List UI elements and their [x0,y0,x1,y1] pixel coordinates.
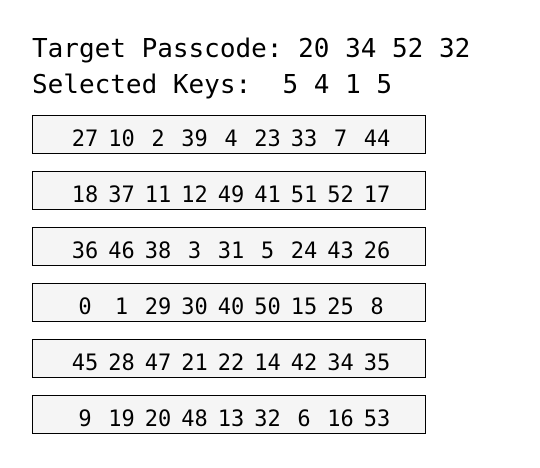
key-cell[interactable]: 31 [217,239,245,264]
key-cell[interactable]: 10 [108,127,135,152]
key-cell[interactable]: 45 [71,351,99,376]
key-cell[interactable]: 6 [297,407,311,432]
key-cell[interactable]: 17 [363,183,391,208]
target-passcode-line: Target Passcode: 20 34 52 32 [32,34,470,64]
key-cell[interactable]: 9 [78,407,92,432]
key-cell[interactable]: 40 [217,295,245,320]
key-cell[interactable]: 35 [363,351,391,376]
key-cell[interactable]: 41 [254,183,281,208]
key-cell[interactable]: 36 [71,239,99,264]
key-cell[interactable]: 3 [187,239,202,264]
key-cell[interactable]: 5 [260,239,275,264]
key-cell[interactable]: 44 [363,127,391,152]
key-cell[interactable]: 11 [144,183,172,208]
selected-keys-value: 5 4 1 5 [282,70,393,100]
key-cell[interactable]: 46 [108,239,135,264]
key-cell[interactable]: 50 [254,295,281,320]
key-cell[interactable]: 1 [114,295,129,320]
key-cell[interactable]: 49 [217,183,245,208]
key-cell[interactable]: 14 [254,351,281,376]
key-row-1: 27 10 2 39 4 23 33 7 44 [32,115,426,154]
key-cell[interactable]: 12 [181,183,208,208]
target-passcode-label: Target Passcode: [32,34,283,64]
key-cell[interactable]: 24 [290,239,318,264]
key-cell[interactable]: 4 [224,127,238,152]
key-cell[interactable]: 27 [71,127,99,152]
key-cell[interactable]: 52 [327,183,354,208]
key-cell[interactable]: 20 [144,407,172,432]
key-row-6: 9 19 20 48 13 32 6 16 53 [32,395,426,434]
key-cell[interactable]: 25 [327,295,354,320]
key-cell[interactable]: 32 [254,407,281,432]
key-cell[interactable]: 2 [151,127,165,152]
key-cell[interactable]: 0 [78,295,92,320]
key-cell[interactable]: 28 [108,351,135,376]
key-cell[interactable]: 43 [327,239,354,264]
key-cell[interactable]: 47 [144,351,172,376]
key-cell[interactable]: 42 [290,351,318,376]
key-cell[interactable]: 13 [217,407,245,432]
key-cell[interactable]: 29 [144,295,172,320]
target-passcode-value: 20 34 52 32 [298,34,471,64]
key-cell[interactable]: 18 [71,183,99,208]
key-cell[interactable]: 51 [290,183,318,208]
key-cell[interactable]: 22 [217,351,245,376]
selected-keys-label: Selected Keys: [32,70,252,100]
key-cell[interactable]: 19 [108,407,135,432]
selected-keys-line: Selected Keys: 5 4 1 5 [32,70,392,100]
key-row-5: 45 28 47 21 22 14 42 34 35 [32,339,426,378]
key-cell[interactable]: 37 [108,183,135,208]
key-cell[interactable]: 48 [181,407,208,432]
key-cell[interactable]: 8 [370,295,384,320]
key-row-2: 18 37 11 12 49 41 51 52 17 [32,171,426,210]
key-cell[interactable]: 23 [254,127,281,152]
key-cell[interactable]: 26 [363,239,391,264]
key-cell[interactable]: 30 [181,295,208,320]
key-cell[interactable]: 15 [290,295,318,320]
key-cell[interactable]: 7 [333,127,348,152]
key-cell[interactable]: 16 [327,407,354,432]
key-cell[interactable]: 39 [181,127,208,152]
key-cell[interactable]: 33 [290,127,318,152]
key-cell[interactable]: 38 [144,239,172,264]
key-cell[interactable]: 34 [327,351,354,376]
key-cell[interactable]: 21 [181,351,208,376]
key-cell[interactable]: 53 [363,407,391,432]
key-row-3: 36 46 38 3 31 5 24 43 26 [32,227,426,266]
